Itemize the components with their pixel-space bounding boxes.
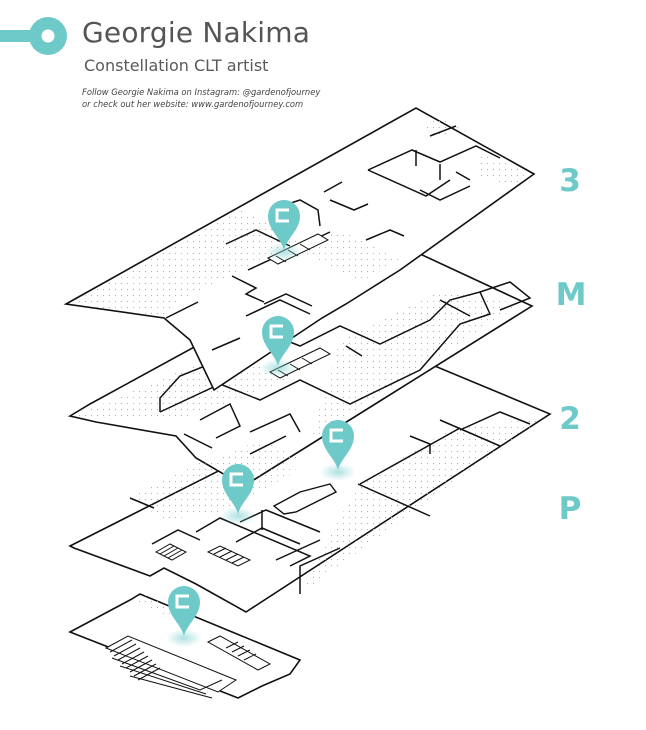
floor-label-m[interactable]: M [555,277,587,313]
marker-floor-2-east[interactable] [320,420,356,481]
circle-line-logo-icon [0,17,67,55]
c-logo-icon [229,472,243,487]
marker-floor-3[interactable] [266,200,302,261]
floor-label-p[interactable]: P [558,491,582,527]
c-logo-icon [269,324,283,339]
c-logo-icon [175,594,189,609]
floor-2-outline [68,363,552,613]
floor-label-3[interactable]: 3 [559,163,581,199]
marker-floor-m[interactable] [260,316,296,377]
artist-name: Georgie Nakima [82,16,311,49]
floor-3-dotted-ne [476,150,530,188]
floor-p-staircase [104,635,238,699]
c-logo-icon [329,428,343,443]
floor-2-dotted-east [300,420,540,594]
floor-2-ramp [272,483,338,515]
floor-3-dotted-center [300,230,400,282]
floor-2-plan [68,363,552,613]
marker-floor-p[interactable] [166,586,202,647]
floor-p-escalator [206,635,272,671]
instagram-credit: Follow Georgie Nakima on Instagram: @gar… [82,87,321,97]
marker-floor-2-west[interactable] [220,464,256,525]
floor-m-dotted-east [310,290,520,440]
artist-role: Constellation CLT artist [84,56,269,75]
floor-3-dotted-north [420,116,460,138]
floor-label-2[interactable]: 2 [559,401,581,437]
floor-2-escalator [154,543,252,567]
c-logo-icon [275,208,289,223]
website-credit: or check out her website: www.gardenofjo… [82,99,304,109]
